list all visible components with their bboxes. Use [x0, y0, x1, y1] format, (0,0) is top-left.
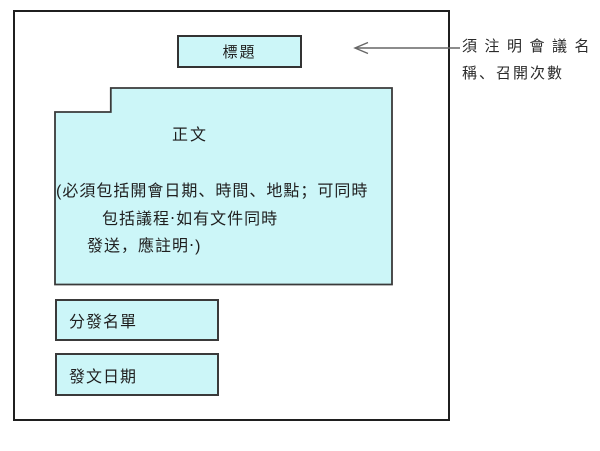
title-box: 標題 [177, 35, 302, 68]
arrow-head-left [353, 41, 369, 55]
body-note-line-1: (必須包括開會日期、時間、地點；可同時 [56, 183, 369, 200]
body-box-polygon [54, 87, 393, 286]
annotation-line-1: 須注明會議名 [462, 38, 598, 55]
body-box-shape [54, 87, 393, 286]
annotation-arrow-icon [353, 41, 460, 55]
issue-date-label: 發文日期 [69, 368, 138, 386]
annotation-note: 須注明會議名 稱、召開次數 [462, 38, 600, 83]
annotation-line-2: 稱、召開次數 [462, 65, 565, 82]
issue-date-box: 發文日期 [55, 353, 219, 396]
distribution-list-label: 分發名單 [69, 314, 138, 331]
title-box-label: 標題 [222, 44, 257, 61]
body-note-line-2: 包括議程‧如有文件同時 [102, 211, 279, 228]
distribution-list-box: 分發名單 [55, 299, 219, 341]
body-note-line-3: 發送，應註明‧) [87, 238, 202, 255]
body-heading: 正文 [172, 127, 209, 144]
